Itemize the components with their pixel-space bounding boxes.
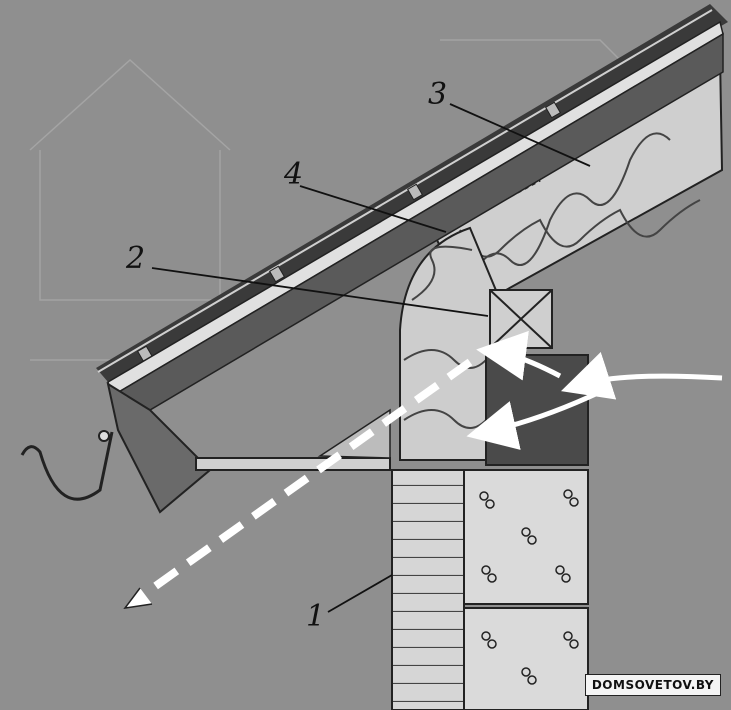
wall-beam	[485, 354, 589, 466]
callout-4: 4	[283, 157, 303, 192]
soffit-bracket	[317, 408, 391, 459]
brick-wall	[391, 469, 465, 710]
soffit	[195, 457, 391, 471]
insulation-waves	[459, 132, 701, 281]
callout-3: 3	[428, 77, 447, 112]
airflow-outlet-arrowhead	[123, 587, 153, 610]
callout-2: 2	[125, 241, 145, 276]
gutter	[20, 431, 114, 501]
airflow-arrows	[123, 330, 723, 610]
airflow-outlet-dashed	[147, 358, 473, 594]
watermark-badge: DOMSOVETOV.BY	[584, 674, 721, 696]
airflow-inlet-arrow	[560, 351, 723, 400]
leader-lines	[151, 103, 591, 613]
airflow-branch-arrow	[466, 389, 602, 450]
callout-1: 1	[306, 599, 325, 634]
block-aggregate-dots	[479, 489, 579, 685]
wall-block-lower	[463, 607, 589, 710]
airflow-up-arrow	[476, 330, 562, 381]
eave-fascia	[106, 381, 212, 514]
